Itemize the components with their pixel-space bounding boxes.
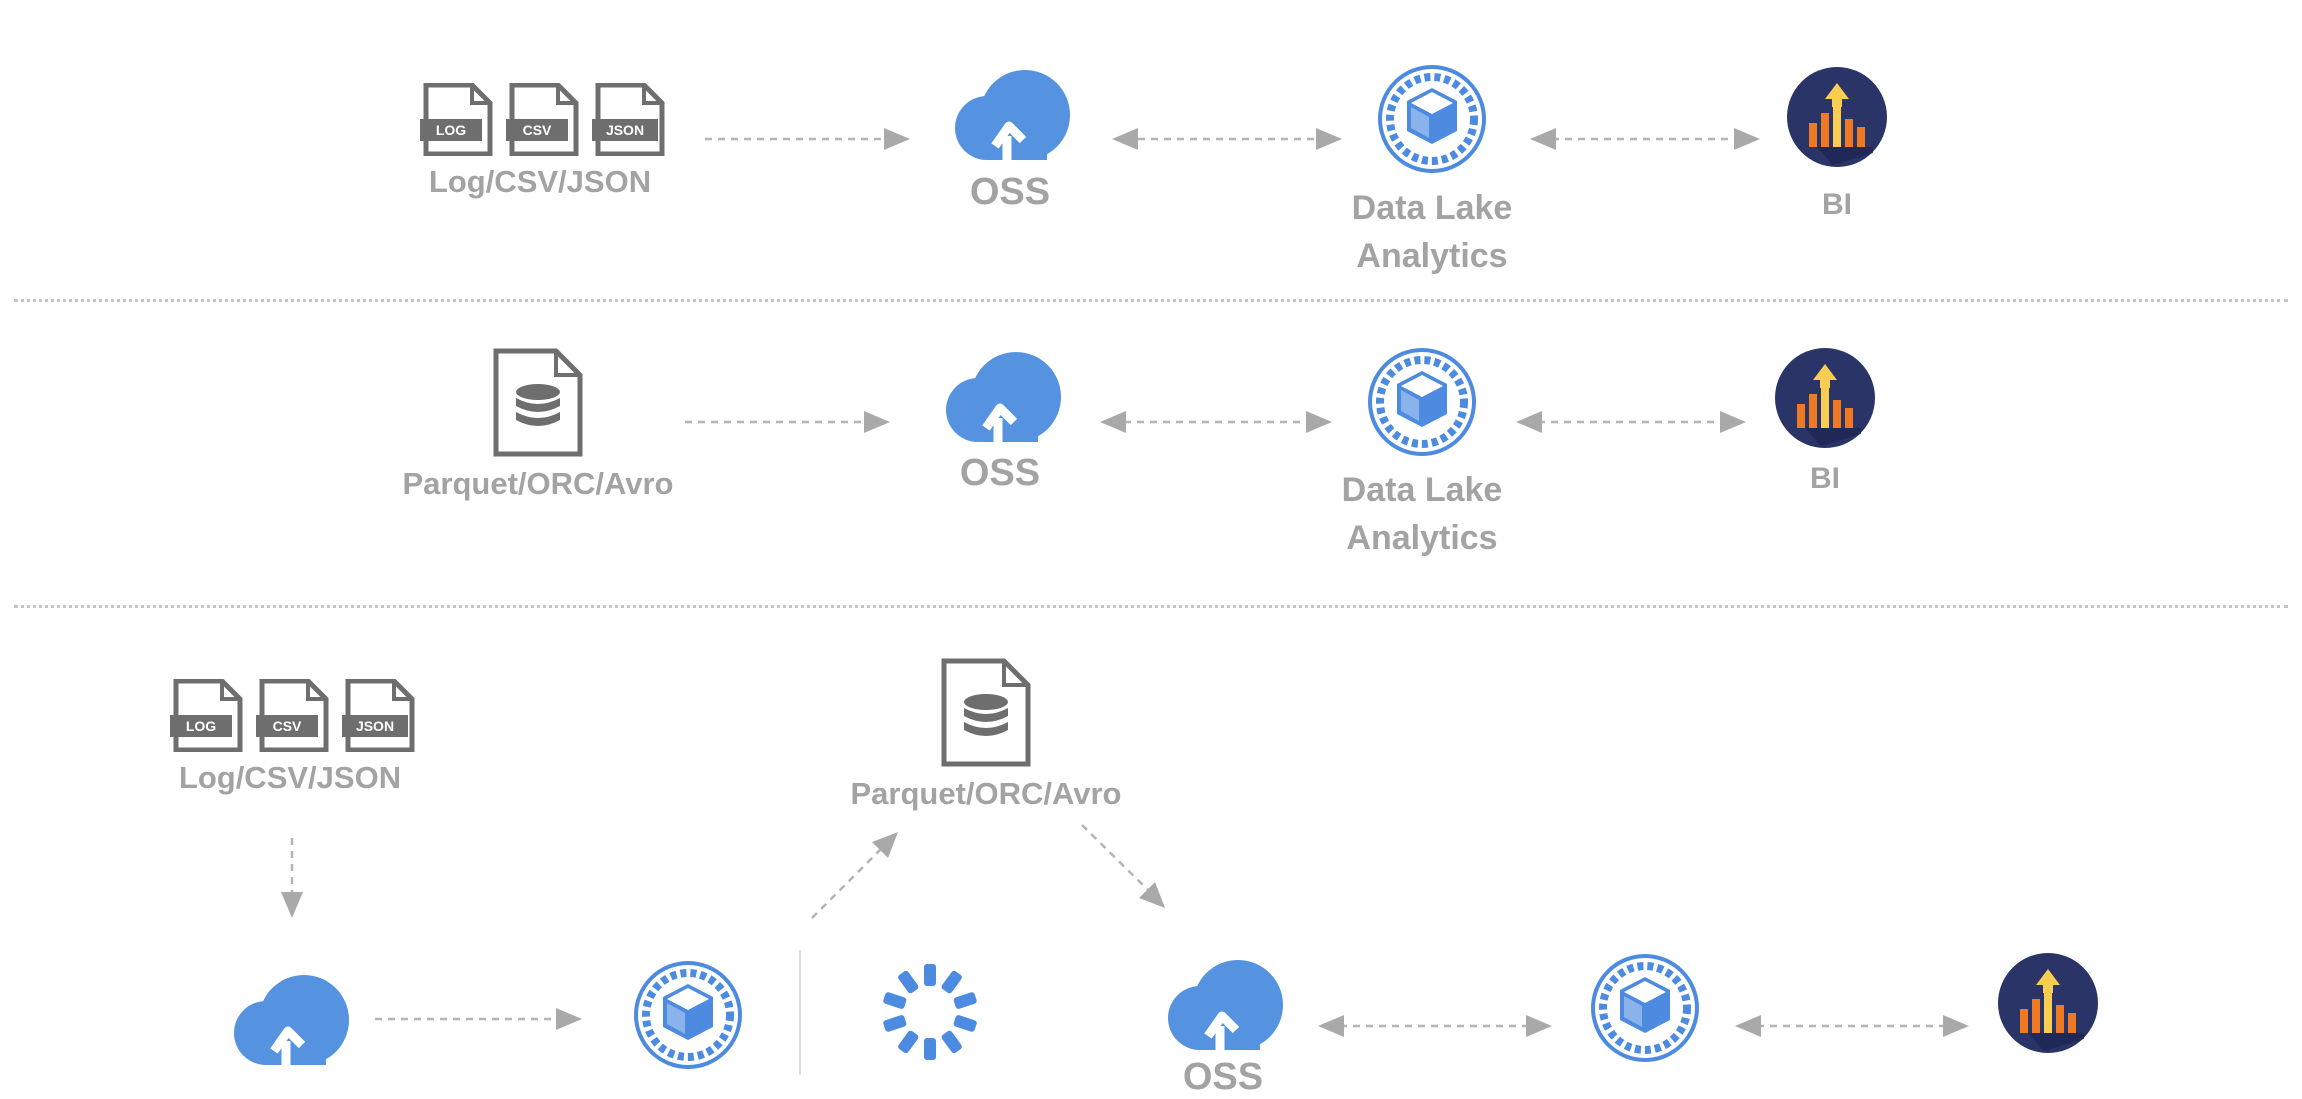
row3-bi-chart-icon (1998, 953, 2098, 1053)
row1-bi-label: BI (1822, 188, 1852, 221)
row2-oss-label: OSS (959, 452, 1041, 494)
arrowhead (1112, 128, 1138, 150)
row2-bi-chart-icon (1775, 348, 1875, 448)
arrowhead (872, 832, 898, 858)
file-tag-csv: CSV (523, 122, 552, 138)
arrowhead (1306, 411, 1332, 433)
arrowhead (1734, 128, 1760, 150)
row1-bi-chart-icon (1787, 67, 1887, 167)
arrowhead (1516, 411, 1542, 433)
log-file-icon: LOG (170, 678, 243, 753)
row1-oss-label: OSS (969, 171, 1051, 213)
row2-oss-cloud-icon (946, 352, 1064, 444)
row3-vertical-separator (799, 950, 801, 1075)
spinner-icon (878, 960, 982, 1064)
row3-database-file-icon (940, 658, 1032, 768)
connector-arrows (281, 128, 1969, 1037)
row-divider-1 (14, 299, 2288, 302)
json-file-icon: JSON (342, 678, 415, 753)
row2-bi-label: BI (1810, 462, 1840, 495)
log-file-icon: LOG (420, 82, 493, 157)
file-tag-log: LOG (436, 122, 466, 138)
arrowhead (1318, 1015, 1344, 1037)
row3-oss-cloud-icon-right (1168, 960, 1286, 1052)
arrowhead (281, 892, 303, 918)
row-divider-2 (14, 605, 2288, 608)
row3-log-csv-json-file-icons: LOG CSV JSON (170, 678, 415, 753)
arrowhead (1139, 882, 1165, 908)
row2-dla-label: Data Lake Analytics (1341, 471, 1503, 557)
arrowhead (556, 1008, 582, 1030)
row3-arrow-up-to-columnar (811, 849, 881, 919)
row3-arrow-columnar-to-oss (1081, 824, 1149, 891)
csv-file-icon: CSV (506, 82, 579, 157)
row1-source-label: Log/CSV/JSON (428, 164, 652, 199)
arrowhead (1100, 411, 1126, 433)
arrowhead (1735, 1015, 1761, 1037)
file-tag-json: JSON (356, 718, 394, 734)
row1-oss-cloud-icon (955, 70, 1073, 162)
file-tag-json: JSON (606, 122, 644, 138)
row3-columnar-label: Parquet/ORC/Avro (850, 776, 1122, 811)
diagram-canvas: LOG CSV JSON Log/CSV/JSON OSS (14, 64, 2288, 1098)
arrowhead (864, 411, 890, 433)
csv-file-icon: CSV (256, 678, 329, 753)
arrowhead (1530, 128, 1556, 150)
json-file-icon: JSON (592, 82, 665, 157)
row3-oss-cloud-icon-left (234, 975, 352, 1067)
arrowhead (1720, 411, 1746, 433)
log-csv-json-file-icons: LOG CSV JSON (420, 82, 665, 157)
file-tag-csv: CSV (273, 718, 302, 734)
row1-data-lake-cube-icon (1377, 64, 1487, 174)
arrowhead (1526, 1015, 1552, 1037)
arrowhead (1316, 128, 1342, 150)
row1-dla-label: Data Lake Analytics (1351, 189, 1513, 275)
row2-source-label: Parquet/ORC/Avro (402, 466, 674, 501)
file-tag-log: LOG (186, 718, 216, 734)
row3-data-lake-cube-icon-right (1590, 953, 1700, 1063)
row3-data-lake-cube-icon-left (633, 960, 743, 1070)
arrowhead (1943, 1015, 1969, 1037)
row2-database-file-icon (492, 348, 584, 458)
row3-source-label: Log/CSV/JSON (178, 760, 402, 795)
arrowhead (884, 128, 910, 150)
row2-data-lake-cube-icon (1367, 347, 1477, 457)
